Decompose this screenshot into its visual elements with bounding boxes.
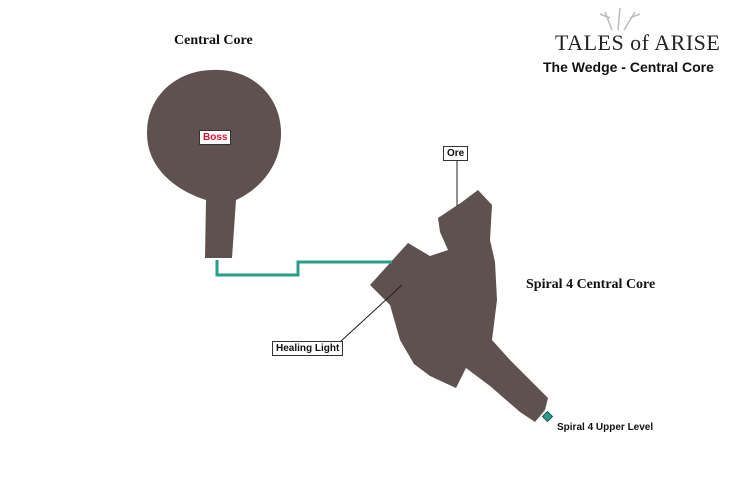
room-central-core bbox=[147, 69, 282, 258]
healing-pointer bbox=[339, 284, 403, 343]
boss-marker[interactable]: Boss bbox=[199, 130, 232, 145]
logo-emblem bbox=[599, 7, 641, 31]
area-title-spiral-4: Spiral 4 Central Core bbox=[526, 277, 656, 292]
game-logo: TALES of ARISE bbox=[555, 30, 721, 55]
exit-label-spiral-4-upper[interactable]: Spiral 4 Upper Level bbox=[557, 422, 654, 433]
healing-light-marker[interactable]: Healing Light bbox=[272, 341, 344, 356]
ore-marker[interactable]: Ore bbox=[443, 146, 469, 161]
connecting-path bbox=[215, 260, 392, 277]
area-title-central-core: Central Core bbox=[174, 33, 253, 48]
exit-marker-icon[interactable] bbox=[541, 410, 554, 423]
room-spiral-4-central-core bbox=[370, 190, 548, 422]
map-subtitle: The Wedge - Central Core bbox=[543, 59, 714, 75]
